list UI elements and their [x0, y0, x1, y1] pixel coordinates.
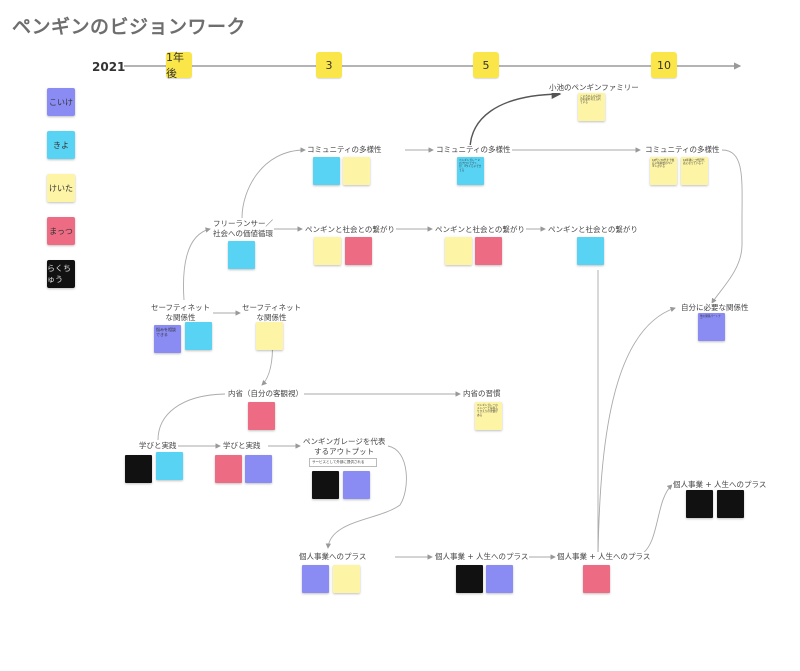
legend-mattsu: まっつ: [47, 217, 75, 245]
node-learning-1: 学びと実践: [138, 441, 178, 451]
node-society-3: ペンギンと社会との繋がり: [304, 225, 396, 235]
node-individual-plus-1: 個人事業へのプラス: [298, 552, 368, 562]
note-society-5-b: [475, 237, 502, 265]
note-community-10-a: 10代〜70代まで幅広い年齢層のペンギンがいる: [650, 157, 677, 185]
output-service-panel: サービスとして外部に提供される: [309, 458, 377, 467]
node-individual-plus-4: 個人事業 + 人生へのプラス: [672, 480, 768, 490]
milestone-1-year: 1年後: [166, 51, 192, 80]
legend-rakuchuu: らくちゅう: [47, 260, 75, 288]
node-society-10: ペンギンと社会との繋がり: [547, 225, 639, 235]
note-individual-plus-1-a: [302, 565, 329, 593]
node-community-5: コミュニティの多様性: [435, 145, 512, 155]
note-individual-plus-1-b: [333, 565, 360, 593]
note-output-b: [343, 471, 370, 499]
node-safety-net-2: セーフティネット な関係性: [241, 303, 303, 323]
note-learning-1-b: [156, 452, 183, 480]
legend-koike: こいけ: [47, 88, 75, 116]
note-relations: 他の関係パートナー: [698, 313, 725, 341]
node-society-5: ペンギンと社会との繋がり: [434, 225, 526, 235]
note-learning-1-a: [125, 455, 152, 483]
note-introspection: [248, 402, 275, 430]
note-individual-plus-4-b: [717, 490, 744, 518]
timeline-start-year: 2021: [92, 60, 126, 74]
node-freelancer: フリーランサー／ 社会への価値循環: [212, 219, 274, 239]
node-learning-2: 学びと実践: [222, 441, 262, 451]
note-society-10: [577, 237, 604, 265]
note-community-3-a: [313, 157, 340, 185]
legend-keita: けいた: [47, 174, 75, 202]
note-community-3-b: [343, 157, 370, 185]
node-family: 小池のペンギンファミリー: [548, 83, 640, 93]
node-introspection-habit: 内省の習慣: [462, 389, 502, 399]
node-community-10: コミュニティの多様性: [644, 145, 721, 155]
note-safety-net-2: [256, 322, 283, 350]
node-relations: 自分に必要な関係性: [680, 303, 750, 313]
note-safety-net-1-a: 悩みを相談できる: [154, 325, 181, 353]
node-individual-plus-2: 個人事業 + 人生へのプラス: [434, 552, 530, 562]
note-individual-plus-2-a: [456, 565, 483, 593]
note-learning-2-a: [215, 455, 242, 483]
note-individual-plus-2-b: [486, 565, 513, 593]
milestone-10-years: 10: [651, 52, 677, 78]
note-introspection-habit: ペンギンガレーのメンバーと毎年ふりかえりの習慣がある: [475, 402, 502, 430]
page-title: ペンギンのビジョンワーク: [12, 16, 247, 38]
node-safety-net-1: セーフティネット な関係性: [150, 303, 212, 323]
note-individual-plus-3: [583, 565, 610, 593]
note-society-5-a: [445, 237, 472, 265]
milestone-3-years: 3: [316, 52, 342, 78]
node-output: ペンギンガレージを代表 するアウトプット: [302, 437, 387, 457]
note-society-3-a: [314, 237, 341, 265]
note-learning-2-b: [245, 455, 272, 483]
note-society-3-b: [345, 237, 372, 265]
node-community-3: コミュニティの多様性: [306, 145, 383, 155]
legend-kiyo: きよ: [47, 131, 75, 159]
milestone-5-years: 5: [473, 52, 499, 78]
node-individual-plus-3: 個人事業 + 人生へのプラス: [556, 552, 652, 562]
note-safety-net-1-b: [185, 322, 212, 350]
note-community-5: ペンギンガレー 2のプロジェクトが、3つくらいできてる: [457, 157, 484, 185]
note-freelancer: [228, 241, 255, 269]
note-family: こいちゃんの子供の名前を考えられている: [578, 93, 605, 121]
node-introspection: 内省（自分の客観視）: [227, 389, 304, 399]
note-output-a: [312, 471, 339, 499]
note-community-10-b: 10年後にコ代目代表になっている＋: [681, 157, 708, 185]
note-individual-plus-4-a: [686, 490, 713, 518]
